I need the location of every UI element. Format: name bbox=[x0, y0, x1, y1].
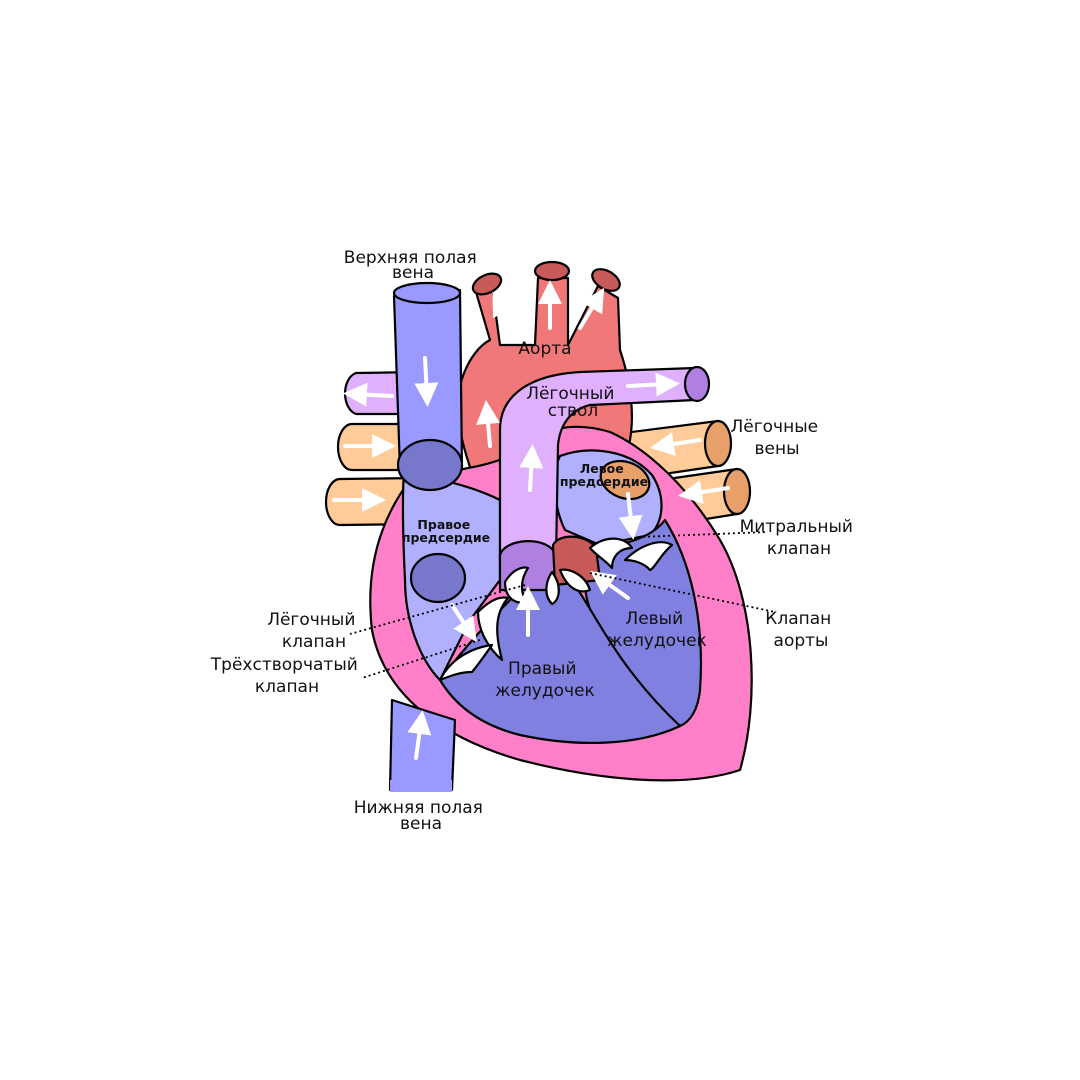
text-labels: Верхняя полая вена Аорта Лёгочный ствол … bbox=[210, 248, 859, 834]
arrow-aorta-branch-left bbox=[492, 291, 516, 334]
tricuspid-valve-upper-leaflet bbox=[476, 596, 510, 662]
pulmonary-valve-right-leaflet bbox=[545, 570, 560, 606]
arrow-inferior-vena-cava bbox=[407, 710, 432, 760]
arrow-pulmonary-artery-left bbox=[343, 382, 394, 407]
inferior-vena-cava-opening bbox=[409, 552, 467, 604]
superior-vena-cava-opening bbox=[396, 438, 464, 492]
leader-mitral-valve bbox=[637, 531, 769, 538]
flow-arrows bbox=[332, 280, 730, 760]
aortic-valve-leaflet bbox=[558, 568, 592, 593]
pulmonary-trunk-vessel bbox=[498, 366, 697, 562]
aorta-branch-right-end bbox=[591, 268, 621, 292]
label-left-ventricle: Левый желудочек bbox=[607, 609, 707, 651]
arrow-pulmonary-trunk-right bbox=[626, 372, 680, 397]
arrow-aorta-branch-right bbox=[578, 287, 605, 330]
right-ventricle-chamber bbox=[438, 578, 682, 744]
pulmonary-trunk-end bbox=[683, 365, 711, 403]
label-right-ventricle: Правый желудочек bbox=[495, 659, 595, 701]
label-left-atrium: Левое предсердие bbox=[560, 461, 648, 489]
arrow-pulmonary-trunk-up bbox=[519, 444, 544, 492]
leader-tricuspid-valve bbox=[361, 639, 481, 679]
arrow-aorta-ascending bbox=[476, 400, 501, 448]
left-atrium-vein-opening bbox=[599, 459, 651, 501]
tricuspid-valve-lower-leaflet bbox=[438, 643, 494, 682]
arrow-right-vein-lower bbox=[678, 480, 730, 504]
label-right-atrium: Правое предсердие bbox=[402, 517, 490, 545]
arrow-left-atrium-down bbox=[618, 492, 643, 540]
label-mitral-valve: Митральный клапан bbox=[740, 517, 859, 559]
arrow-left-ventricle-to-aorta bbox=[590, 571, 630, 600]
label-inferior-vena-cava: Нижняя полая вена bbox=[354, 798, 489, 834]
label-tricuspid-valve: Трёхстворчатый клапан bbox=[210, 655, 363, 697]
inferior-vena-cava-bottom bbox=[390, 780, 452, 792]
aorta-branch-middle-end bbox=[533, 260, 571, 282]
label-aorta: Аорта bbox=[518, 339, 571, 359]
leader-aortic-valve bbox=[589, 572, 776, 613]
label-aortic-valve: Клапан аорты bbox=[765, 609, 836, 651]
label-pulmonary-valve: Лёгочный клапан bbox=[267, 610, 361, 652]
label-pulmonary-veins: Лёгочные вены bbox=[730, 417, 823, 459]
leader-lines bbox=[349, 531, 776, 679]
arrow-right-vein-upper bbox=[650, 432, 702, 456]
mitral-valve-left-leaflet bbox=[588, 537, 634, 570]
superior-vena-cava-top bbox=[392, 281, 462, 305]
leader-pulmonary-valve bbox=[349, 584, 526, 635]
arrow-superior-vena-cava bbox=[414, 356, 439, 407]
label-pulmonary-trunk: Лёгочный ствол bbox=[526, 384, 620, 421]
mitral-valve-right-leaflet bbox=[623, 541, 674, 572]
right-pulmonary-vein-lower-end bbox=[722, 467, 752, 516]
arrow-right-atrium-down bbox=[450, 603, 477, 642]
label-superior-vena-cava: Верхняя полая вена bbox=[344, 248, 482, 283]
aorta-branch-left-end bbox=[471, 272, 503, 296]
right-pulmonary-vein-upper-end bbox=[703, 419, 733, 468]
